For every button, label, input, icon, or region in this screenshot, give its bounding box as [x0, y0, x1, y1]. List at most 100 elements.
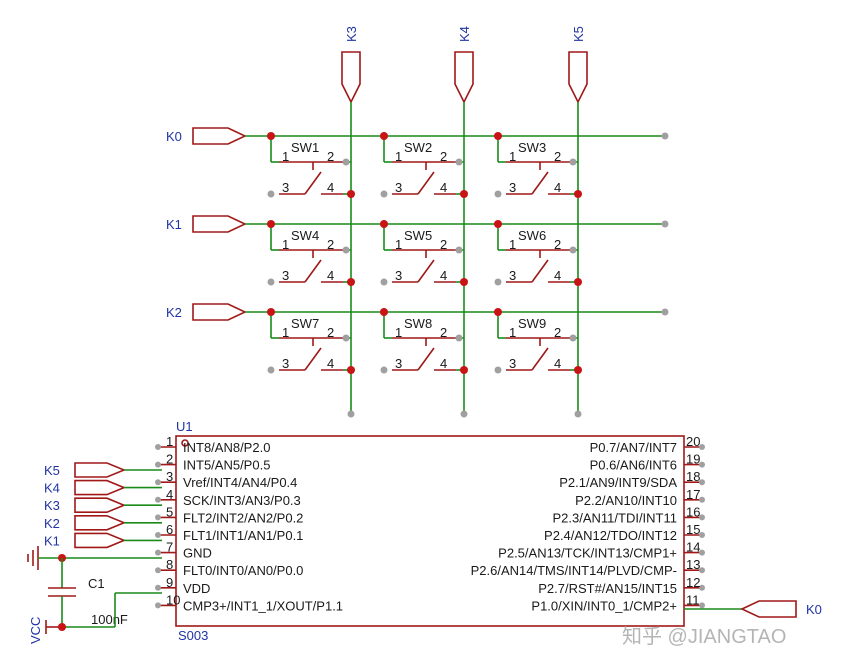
net-junction [347, 190, 355, 198]
switch-pin-label: 4 [440, 268, 447, 283]
switch-pin-label: 1 [509, 237, 516, 252]
column-end-pad [460, 410, 468, 418]
switch-label: SW2 [404, 140, 432, 155]
left-port-label: K2 [44, 516, 60, 531]
right-port-label: K0 [806, 602, 822, 617]
pin-name: GND [183, 546, 212, 561]
row-port-label: K2 [166, 305, 182, 320]
switch-pin-label: 4 [554, 180, 561, 195]
net-junction [380, 308, 388, 316]
pin-name: P0.6/AN6/INT6 [590, 458, 677, 473]
row-port-k1: K1 [166, 215, 247, 233]
switch-label: SW6 [518, 228, 546, 243]
net-junction [380, 132, 388, 140]
switch-pad [380, 190, 388, 198]
pin-name: P2.4/AN12/TDO/INT12 [544, 528, 677, 543]
net-junction [574, 278, 582, 286]
row-port-k2: K2 [166, 303, 247, 321]
switch-pin-label: 2 [440, 149, 447, 164]
switch-label: SW9 [518, 316, 546, 331]
switch-pin-label: 1 [395, 237, 402, 252]
net-junction [460, 190, 468, 198]
switch-pad [342, 246, 350, 254]
pin-number: 6 [166, 522, 173, 537]
left-port-label: K3 [44, 498, 60, 513]
chip-part-number: S003 [178, 628, 208, 643]
switch-pin-label: 4 [327, 180, 334, 195]
row-port-label: K0 [166, 129, 182, 144]
row-end-pad [661, 308, 669, 316]
pin-name: INT5/AN5/P0.5 [183, 458, 270, 473]
switch-pin-label: 2 [554, 237, 561, 252]
column-port-k3: K3 [341, 26, 361, 104]
switch-pin-label: 2 [554, 325, 561, 340]
switch-pad [267, 190, 275, 198]
pin-number: 13 [686, 557, 700, 572]
pin-number: 17 [686, 487, 700, 502]
switch-pin-label: 1 [509, 149, 516, 164]
right-pin: 18 P2.1/AN9/INT9/SDA [559, 469, 705, 490]
net-junction [347, 366, 355, 374]
net-junction [380, 220, 388, 228]
pin-name: P2.6/AN14/TMS/INT14/PLVD/CMP- [471, 563, 677, 578]
pin-number: 16 [686, 504, 700, 519]
switch-pin-label: 2 [440, 325, 447, 340]
switch-pin-label: 4 [440, 180, 447, 195]
pin-number: 7 [166, 540, 173, 555]
switch-pad [455, 158, 463, 166]
pin-number: 8 [166, 557, 173, 572]
net-junction [267, 220, 275, 228]
row-end-pad [661, 220, 669, 228]
vdd-junction [58, 623, 66, 631]
switch-pad [267, 278, 275, 286]
switch-pin-label: 2 [327, 325, 334, 340]
pin-number: 15 [686, 522, 700, 537]
net-junction [347, 278, 355, 286]
left-pin: 8 FLT0/INT0/AN0/P0.0 [155, 557, 303, 578]
right-pin: 13 P2.6/AN14/TMS/INT14/PLVD/CMP- [471, 557, 705, 578]
switch-pin-label: 3 [282, 180, 289, 195]
right-port-k0: K0 [684, 600, 822, 618]
left-port-flag: K1 [44, 532, 162, 548]
pin-number: 1 [166, 434, 173, 449]
net-junction [460, 366, 468, 374]
switch-pin-label: 3 [395, 268, 402, 283]
pin-name: P2.7/RST#/AN15/INT15 [538, 581, 677, 596]
switch-pad [267, 366, 275, 374]
switch-pin-label: 4 [327, 268, 334, 283]
net-junction [267, 308, 275, 316]
left-pin: 7 GND [155, 540, 212, 561]
pin-number: 5 [166, 504, 173, 519]
pin-name: FLT0/INT0/AN0/P0.0 [183, 563, 303, 578]
mcu-body [175, 435, 685, 627]
pin-name: INT8/AN8/P2.0 [183, 440, 270, 455]
switch-pin-label: 3 [509, 268, 516, 283]
pin-number: 18 [686, 469, 700, 484]
net-junction [494, 132, 502, 140]
capacitor-c1: C1 100nF [48, 558, 128, 627]
left-port-flag: K4 [44, 479, 162, 496]
pin-name: P2.1/AN9/INT9/SDA [559, 475, 677, 490]
switch-pad [494, 190, 502, 198]
pin-number: 2 [166, 452, 173, 467]
switch-pin-label: 3 [509, 180, 516, 195]
pin-name: SCK/INT3/AN3/P0.3 [183, 493, 301, 508]
switch-pad [380, 278, 388, 286]
pin-name: P1.0/XIN/INT0_1/CMP2+ [531, 598, 677, 613]
switch-pin-label: 3 [509, 356, 516, 371]
switch-label: SW1 [291, 140, 319, 155]
